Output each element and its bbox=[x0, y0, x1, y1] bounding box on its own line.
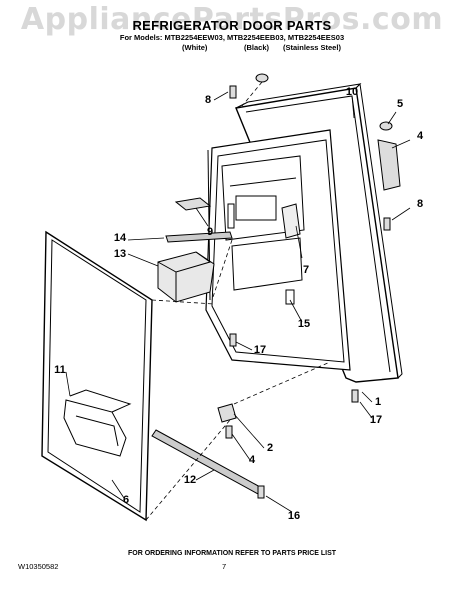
ordering-info: FOR ORDERING INFORMATION REFER TO PARTS … bbox=[127, 550, 337, 557]
callout-6-gasket: 6 bbox=[122, 494, 130, 506]
dairy-door-cover bbox=[157, 251, 215, 303]
color-white-label: (White) bbox=[182, 43, 208, 52]
alignment-lines bbox=[145, 81, 331, 521]
callout-15-clip: 15 bbox=[297, 318, 311, 330]
document-code: W10350582 bbox=[18, 562, 59, 571]
watermark: AppliancePartsPros.com bbox=[20, 2, 444, 37]
callout-10-door-panel: 10 bbox=[345, 86, 359, 98]
callout-5-cap: 5 bbox=[396, 98, 404, 110]
dairy-door-rail bbox=[165, 231, 233, 243]
callout-8-top-screw: 8 bbox=[204, 94, 212, 106]
shelf-insert bbox=[174, 197, 212, 211]
door-gasket bbox=[41, 230, 153, 522]
callout-4-bottom: 4 bbox=[248, 454, 256, 466]
door-liner bbox=[205, 129, 351, 371]
callout-8-hinge-screw: 8 bbox=[416, 198, 424, 210]
color-black-label: (Black) bbox=[244, 43, 270, 52]
callout-11-bin: 11 bbox=[54, 364, 66, 376]
callout-9-shelf-insert: 9 bbox=[206, 226, 214, 238]
callout-17-bottom-screw: 17 bbox=[369, 414, 383, 426]
door-bin bbox=[63, 389, 132, 457]
callout-16-screw: 16 bbox=[287, 510, 301, 522]
callout-12-rail: 12 bbox=[183, 474, 197, 486]
callout-7-liner: 7 bbox=[302, 264, 310, 276]
page-number: 7 bbox=[222, 562, 227, 571]
callout-17-screw: 17 bbox=[253, 344, 267, 356]
leader-lines bbox=[65, 91, 411, 513]
callout-2-hinge-pin: 2 bbox=[266, 442, 274, 454]
models-line: For Models: MTB2254EEW03, MTB2254EEB03, … bbox=[119, 33, 345, 42]
callout-13-dairy-door: 13 bbox=[113, 248, 127, 260]
page-title: REFRIGERATOR DOOR PARTS bbox=[132, 18, 332, 33]
callout-1-door: 1 bbox=[374, 396, 382, 408]
callout-4-hinge: 4 bbox=[416, 130, 424, 142]
screws bbox=[225, 85, 391, 499]
color-stainless-label: (Stainless Steel) bbox=[283, 43, 341, 52]
top-hinge bbox=[255, 73, 401, 191]
callout-14-rail: 14 bbox=[113, 232, 127, 244]
bottom-hinge-pin bbox=[217, 403, 237, 423]
